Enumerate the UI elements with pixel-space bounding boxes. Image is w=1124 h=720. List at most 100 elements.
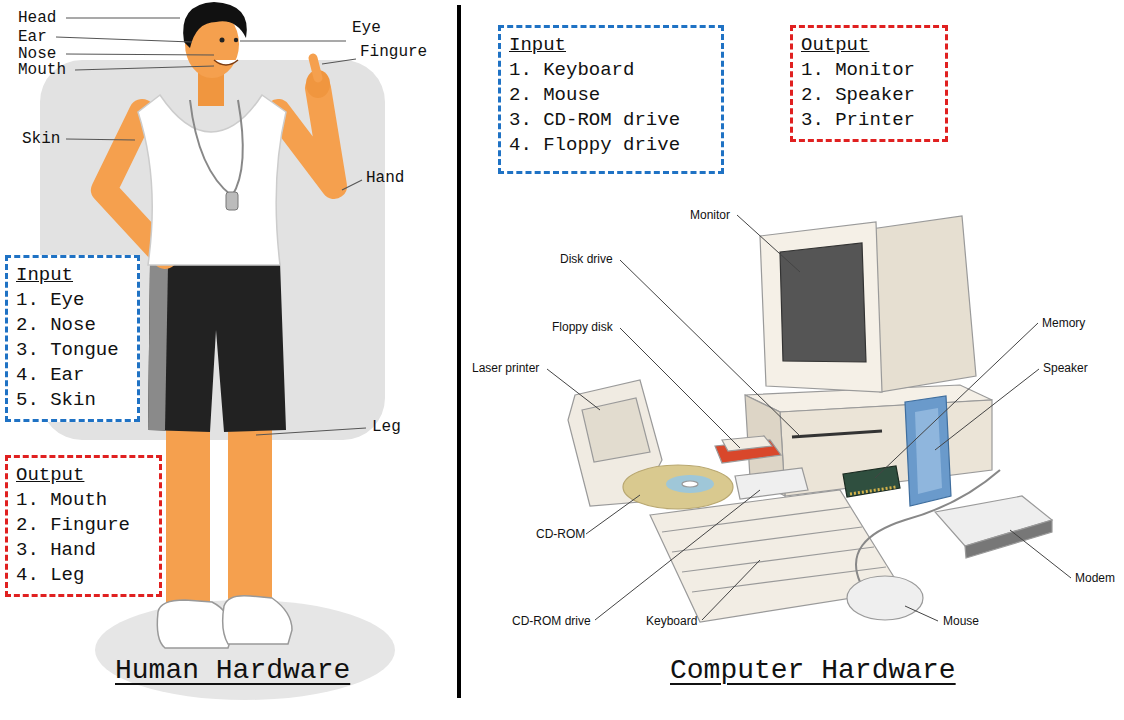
leader-line xyxy=(256,428,366,435)
leader-line xyxy=(342,180,362,190)
computer-illustration xyxy=(682,547,874,572)
part-label: Ear xyxy=(18,29,47,45)
part-label: Floppy disk xyxy=(552,320,613,334)
human-figure xyxy=(234,38,238,42)
list-item: 2. Fingure xyxy=(16,513,130,538)
human-figure xyxy=(148,265,168,430)
list-item: 4. Leg xyxy=(16,563,84,588)
part-label: Nose xyxy=(18,46,56,62)
leader-line xyxy=(66,54,214,55)
leader-line xyxy=(240,40,346,41)
part-label: Hand xyxy=(366,170,404,186)
part-label: CD-ROM xyxy=(536,527,585,541)
leader-line xyxy=(547,215,1071,621)
computer-illustration xyxy=(847,576,923,620)
human-figure xyxy=(157,600,232,648)
leader-line xyxy=(66,17,180,18)
part-label: Laser printer xyxy=(472,361,539,375)
computer-illustration xyxy=(582,398,650,462)
list-item: 1. Eye xyxy=(16,288,84,313)
io-list-box: Input1. Eye2. Nose3. Tongue4. Ear5. Skin xyxy=(5,255,140,422)
computer-illustration xyxy=(666,475,714,493)
computer-illustration xyxy=(735,468,808,499)
computer-illustration xyxy=(780,243,866,362)
list-item: 4. Ear xyxy=(16,363,84,388)
part-label: Memory xyxy=(1042,316,1085,330)
leader-line xyxy=(586,495,640,534)
part-label: Head xyxy=(18,10,56,26)
computer-illustration xyxy=(850,487,896,494)
computer-illustration xyxy=(760,222,882,392)
leader-line xyxy=(595,490,760,620)
leader-line xyxy=(875,323,1038,478)
part-label: CD-ROM drive xyxy=(512,614,591,628)
list-item: 4. Floppy drive xyxy=(509,133,680,158)
computer-illustration xyxy=(843,466,900,497)
list-item: 3. Printer xyxy=(801,108,915,133)
list-item: 1. Monitor xyxy=(801,58,915,83)
computer-illustration xyxy=(672,527,862,552)
computer-illustration xyxy=(662,507,850,532)
part-label: Eye xyxy=(352,20,381,36)
divider-line xyxy=(457,5,461,698)
list-item: 1. Mouth xyxy=(16,488,107,513)
computer-illustration xyxy=(792,431,882,437)
computer-illustration xyxy=(915,408,942,494)
part-label: Mouse xyxy=(943,614,979,628)
computer-illustration xyxy=(856,470,1000,582)
list-item: 1. Keyboard xyxy=(509,58,634,83)
io-list-box: Input1. Keyboard2. Mouse3. CD-ROM drive4… xyxy=(498,25,724,174)
list-heading: Output xyxy=(16,463,84,488)
part-label: Modem xyxy=(1075,571,1115,585)
leader-line xyxy=(620,260,800,436)
list-heading: Input xyxy=(16,263,73,288)
leader-line xyxy=(905,606,938,621)
list-item: 5. Skin xyxy=(16,388,96,413)
list-item: 3. Tongue xyxy=(16,338,119,363)
part-label: Disk drive xyxy=(560,252,613,266)
leader-line xyxy=(547,369,600,410)
computer-illustration xyxy=(780,400,992,496)
human-figure xyxy=(183,2,247,48)
list-heading: Input xyxy=(509,33,566,58)
part-label: Fingure xyxy=(360,44,427,60)
io-list-box: Output1. Monitor2. Speaker3. Printer xyxy=(790,25,948,142)
io-list-box: Output1. Mouth2. Fingure3. Hand4. Leg xyxy=(5,455,162,597)
leader-line xyxy=(1010,530,1071,578)
human-figure xyxy=(214,60,238,65)
human-figure xyxy=(138,95,286,265)
list-item: 2. Speaker xyxy=(801,83,915,108)
computer-illustration xyxy=(722,436,772,451)
human-figure xyxy=(226,192,238,210)
human-figure xyxy=(228,420,272,608)
part-label: Speaker xyxy=(1043,361,1088,375)
leader-line xyxy=(620,328,740,448)
leader-line xyxy=(702,560,760,620)
divider-line xyxy=(459,5,460,698)
human-figure xyxy=(223,596,292,644)
part-label: Monitor xyxy=(690,208,730,222)
part-label: Mouth xyxy=(18,62,66,78)
leader-line xyxy=(322,59,356,64)
figure-caption: Human Hardware xyxy=(115,654,350,688)
figure-caption: Computer Hardware xyxy=(670,654,956,688)
list-item: 3. CD-ROM drive xyxy=(509,108,680,133)
part-label: Keyboard xyxy=(646,614,697,628)
leader-line xyxy=(737,215,800,272)
list-item: 2. Mouse xyxy=(509,83,600,108)
computer-illustration xyxy=(568,216,1052,622)
computer-illustration xyxy=(682,481,698,487)
part-label: Skin xyxy=(22,131,60,147)
leader-line xyxy=(56,37,192,42)
human-figure xyxy=(190,100,243,196)
list-item: 3. Hand xyxy=(16,538,96,563)
human-figure xyxy=(148,262,286,432)
leader-line xyxy=(75,66,214,70)
human-figure xyxy=(278,88,334,186)
leader-line xyxy=(935,369,1039,450)
list-item: 2. Nose xyxy=(16,313,96,338)
part-label: Leg xyxy=(372,419,401,435)
human-figure xyxy=(166,420,210,612)
human-figure xyxy=(220,38,225,43)
